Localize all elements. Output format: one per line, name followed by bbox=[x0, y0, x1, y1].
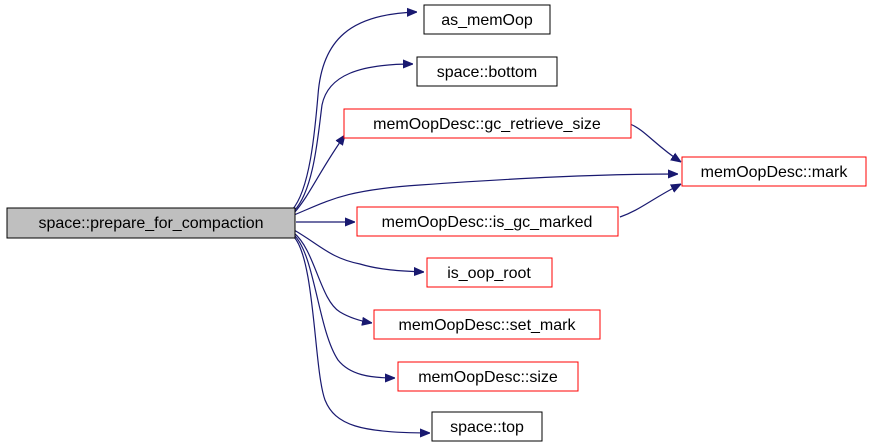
nodes: space::prepare_for_compaction as_memOop … bbox=[6, 4, 867, 442]
node-label: space::top bbox=[450, 419, 524, 436]
node-label: space::prepare_for_compaction bbox=[38, 215, 263, 232]
node-label: memOopDesc::gc_retrieve_size bbox=[373, 116, 601, 133]
node-space-top[interactable]: space::top bbox=[431, 411, 543, 442]
node-as-memoop[interactable]: as_memOop bbox=[423, 4, 551, 35]
node-is-oop-root[interactable]: is_oop_root bbox=[426, 257, 553, 288]
node-label: memOopDesc::set_mark bbox=[399, 317, 577, 334]
node-space-bottom[interactable]: space::bottom bbox=[416, 56, 558, 87]
node-label: memOopDesc::mark bbox=[701, 164, 849, 181]
node-memoopdesc-size[interactable]: memOopDesc::size bbox=[397, 361, 579, 392]
edge-root-to-set-mark bbox=[293, 232, 372, 323]
edge-root-to-gc-retrieve-size bbox=[293, 135, 345, 214]
node-memoopdesc-set-mark[interactable]: memOopDesc::set_mark bbox=[373, 309, 601, 340]
node-memoopdesc-mark[interactable]: memOopDesc::mark bbox=[681, 156, 867, 187]
edge-root-to-as-memoop bbox=[291, 12, 417, 211]
edge-root-to-space-bottom bbox=[293, 64, 413, 212]
edges bbox=[291, 12, 681, 433]
node-space-prepare-for-compaction[interactable]: space::prepare_for_compaction bbox=[6, 207, 296, 239]
node-label: memOopDesc::size bbox=[418, 369, 558, 386]
edge-root-to-space-top bbox=[293, 236, 430, 433]
node-label: memOopDesc::is_gc_marked bbox=[382, 214, 593, 231]
edge-gc-retrieve-size-to-mark bbox=[629, 123, 681, 162]
node-label: space::bottom bbox=[437, 64, 538, 81]
node-label: is_oop_root bbox=[447, 265, 531, 282]
node-memoopdesc-gc-retrieve-size[interactable]: memOopDesc::gc_retrieve_size bbox=[343, 108, 632, 139]
edge-is-gc-marked-to-mark bbox=[619, 184, 681, 218]
node-memoopdesc-is-gc-marked[interactable]: memOopDesc::is_gc_marked bbox=[356, 206, 619, 237]
node-label: as_memOop bbox=[441, 12, 533, 29]
edge-root-to-mark bbox=[293, 174, 678, 216]
edge-root-to-size bbox=[293, 234, 395, 378]
edge-root-to-is-oop-root bbox=[293, 229, 424, 272]
